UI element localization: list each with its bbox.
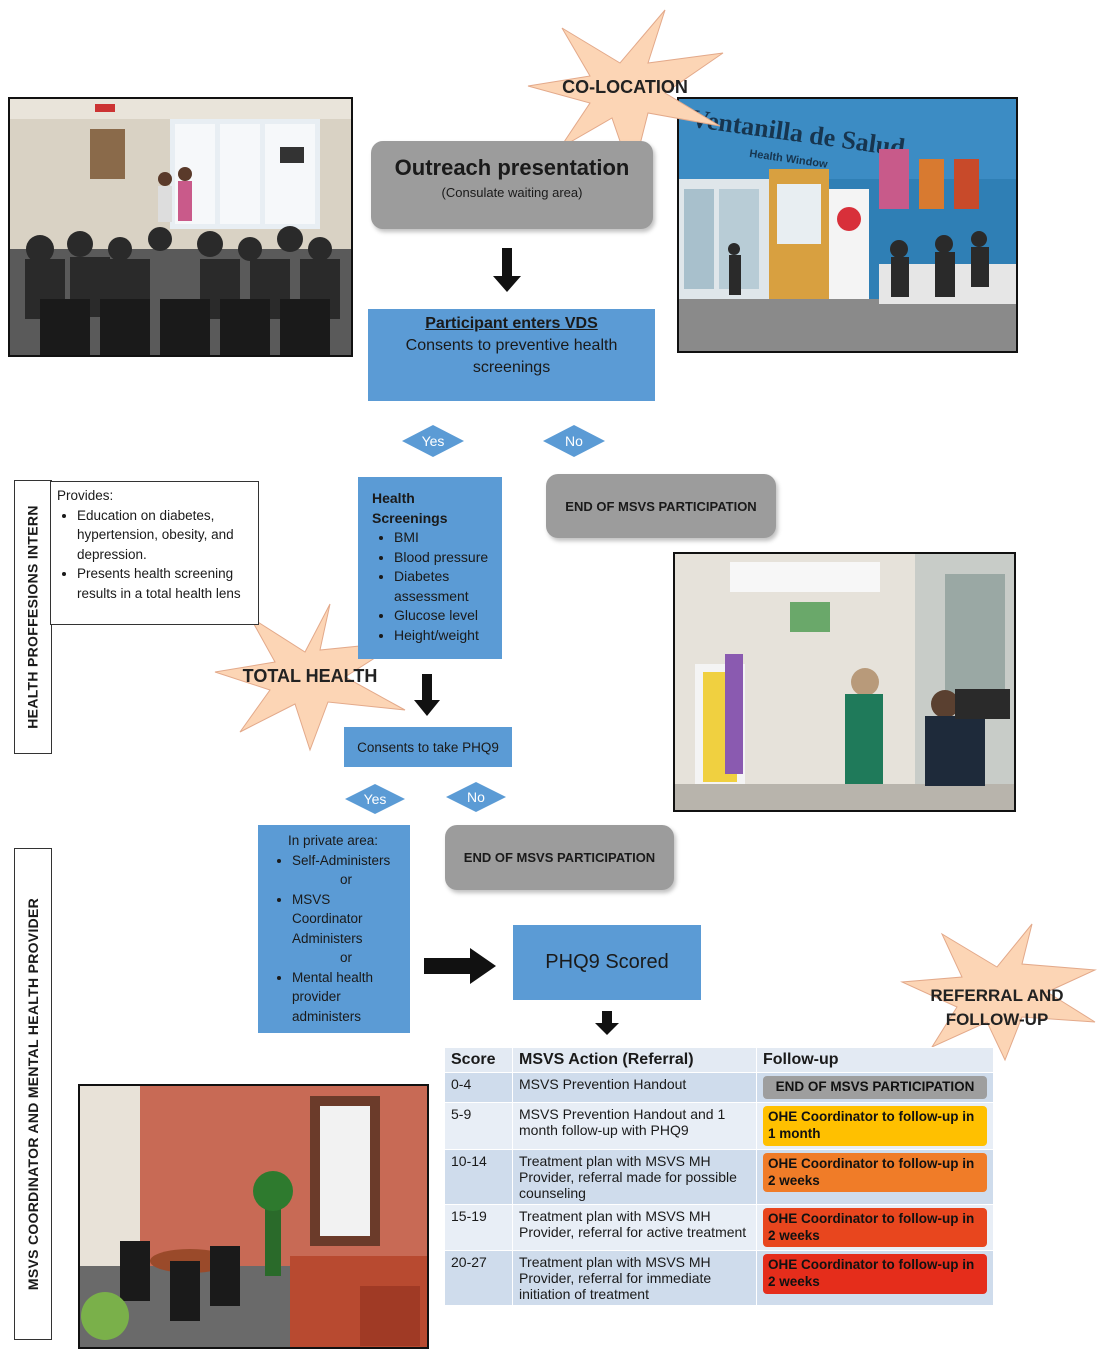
referral-callout: REFERRAL AND FOLLOW-UP (897, 922, 1097, 1062)
participant-enters-title: Participant enters VDS (425, 315, 598, 332)
private-area-list-2: MSVS Coordinator Administers (268, 890, 404, 949)
health-intern-side-label: HEALTH PROFFESIONS INTERN (14, 480, 52, 754)
followup-cell: OHE Coordinator to follow-up in 2 weeks (756, 1203, 994, 1252)
table-row: 10-14 Treatment plan with MSVS MH Provid… (444, 1148, 994, 1205)
score-cell: 15-19 (444, 1203, 513, 1252)
end-participation-label-2: END OF MSVS PARTICIPATION (463, 850, 656, 865)
action-cell: Treatment plan with MSVS MH Provider, re… (512, 1250, 757, 1307)
referral-label: REFERRAL AND FOLLOW-UP (930, 986, 1064, 1029)
photo-health-window: Ventanilla de Salud Health Window (677, 97, 1018, 353)
decision2-yes-diamond: Yes (345, 784, 405, 814)
coordinator-side-label: MSVS COORDINATOR AND MENTAL HEALTH PROVI… (14, 848, 52, 1340)
score-cell: 10-14 (444, 1148, 513, 1205)
followup-cell: OHE Coordinator to follow-up in 2 weeks (756, 1148, 994, 1205)
col-header-followup: Follow-up (756, 1047, 994, 1073)
table-row: 15-19 Treatment plan with MSVS MH Provid… (444, 1203, 994, 1252)
end-participation-label-1: END OF MSVS PARTICIPATION (565, 498, 757, 514)
coordinator-side-text: MSVS COORDINATOR AND MENTAL HEALTH PROVI… (25, 897, 41, 1291)
private-area-item: Self-Administers (292, 851, 404, 871)
action-cell: MSVS Prevention Handout (512, 1072, 757, 1103)
decision1-no-diamond: No (543, 425, 605, 457)
outreach-subtitle: (Consulate waiting area) (441, 185, 583, 200)
decision1-yes-label: Yes (421, 433, 445, 449)
score-cell: 20-27 (444, 1250, 513, 1307)
screening-item: BMI (394, 528, 494, 548)
intern-provides-list: Education on diabetes, hypertension, obe… (57, 506, 252, 604)
screening-item: Diabetes assessment (394, 567, 494, 606)
followup-cell: END OF MSVS PARTICIPATION (756, 1072, 994, 1103)
action-cell: MSVS Prevention Handout and 1 month foll… (512, 1101, 757, 1150)
col-header-action: MSVS Action (Referral) (512, 1047, 757, 1073)
photo-health-screening (673, 552, 1016, 812)
followup-badge: OHE Coordinator to follow-up in 2 weeks (763, 1254, 987, 1295)
decision1-no-label: No (565, 433, 583, 449)
outreach-presentation-box: Outreach presentation (Consulate waiting… (371, 141, 653, 229)
screening-item: Glucose level (394, 606, 494, 626)
arrow-down-3 (595, 1011, 619, 1035)
health-intern-side-text: HEALTH PROFFESIONS INTERN (25, 505, 41, 729)
private-area-item: Mental health provider administers (292, 968, 404, 1027)
outreach-title: Outreach presentation (394, 155, 630, 180)
colocation-label: CO-LOCATION (562, 77, 688, 97)
table-row: 20-27 Treatment plan with MSVS MH Provid… (444, 1250, 994, 1307)
screening-item: Height/weight (394, 626, 494, 646)
followup-badge: OHE Coordinator to follow-up in 1 month (763, 1105, 987, 1146)
arrow-right (424, 948, 496, 984)
action-cell: Treatment plan with MSVS MH Provider, re… (512, 1203, 757, 1252)
table-header-row: Score MSVS Action (Referral) Follow-up (444, 1047, 994, 1073)
total-health-callout: TOTAL HEALTH (210, 602, 410, 752)
private-area-title: In private area: (288, 833, 379, 848)
followup-cell: OHE Coordinator to follow-up in 2 weeks (756, 1250, 994, 1307)
colocation-callout: CO-LOCATION (520, 8, 730, 178)
intern-provides-item: Presents health screening results in a t… (77, 564, 252, 603)
score-table: Score MSVS Action (Referral) Follow-up 0… (444, 1047, 994, 1307)
consents-phq9-label: Consents to take PHQ9 (357, 739, 499, 755)
col-header-score: Score (444, 1047, 513, 1073)
score-cell: 0-4 (444, 1072, 513, 1103)
consents-phq9-box: Consents to take PHQ9 (344, 727, 512, 767)
arrow-down-2 (414, 674, 440, 716)
phq9-scored-box: PHQ9 Scored (513, 925, 701, 1000)
private-area-box: In private area: Self-Administers or MSV… (258, 825, 410, 1033)
decision1-yes-diamond: Yes (402, 425, 464, 457)
followup-badge: OHE Coordinator to follow-up in 2 weeks (763, 1152, 987, 1193)
decision2-yes-label: Yes (363, 791, 387, 807)
photo-private-room (78, 1084, 429, 1349)
screening-item: Blood pressure (394, 548, 494, 568)
private-area-list-3: Mental health provider administers (268, 968, 404, 1027)
intern-provides-box: Provides: Education on diabetes, hyperte… (50, 481, 259, 625)
followup-badge: OHE Coordinator to follow-up in 2 weeks (763, 1207, 987, 1248)
health-screenings-list: BMI Blood pressure Diabetes assessment G… (372, 528, 494, 645)
score-cell: 5-9 (444, 1101, 513, 1150)
end-participation-box-2: END OF MSVS PARTICIPATION (445, 825, 674, 890)
private-area-or: or (340, 872, 353, 887)
action-cell: Treatment plan with MSVS MH Provider, re… (512, 1148, 757, 1205)
participant-enters-body: Consents to preventive health screenings (405, 337, 618, 376)
private-area-list: Self-Administers (268, 851, 404, 871)
followup-badge: END OF MSVS PARTICIPATION (763, 1076, 987, 1099)
decision2-no-diamond: No (446, 782, 506, 812)
decision2-no-label: No (467, 789, 485, 805)
arrow-down-1 (493, 248, 521, 292)
end-participation-box-1: END OF MSVS PARTICIPATION (546, 474, 776, 538)
health-screenings-title: Health Screenings (372, 490, 448, 526)
intern-provides-item: Education on diabetes, hypertension, obe… (77, 506, 252, 565)
table-row: 5-9 MSVS Prevention Handout and 1 month … (444, 1101, 994, 1150)
intern-provides-title: Provides: (57, 488, 114, 503)
phq9-scored-label: PHQ9 Scored (545, 951, 669, 973)
health-screenings-box: Health Screenings BMI Blood pressure Dia… (358, 477, 502, 659)
private-area-or-2: or (340, 950, 353, 965)
table-row: 0-4 MSVS Prevention Handout END OF MSVS … (444, 1072, 994, 1103)
total-health-label: TOTAL HEALTH (242, 666, 378, 686)
followup-cell: OHE Coordinator to follow-up in 1 month (756, 1101, 994, 1150)
participant-enters-box: Participant enters VDS Consents to preve… (368, 309, 655, 401)
photo-outreach-presentation (8, 97, 353, 357)
private-area-item: MSVS Coordinator Administers (292, 890, 404, 949)
